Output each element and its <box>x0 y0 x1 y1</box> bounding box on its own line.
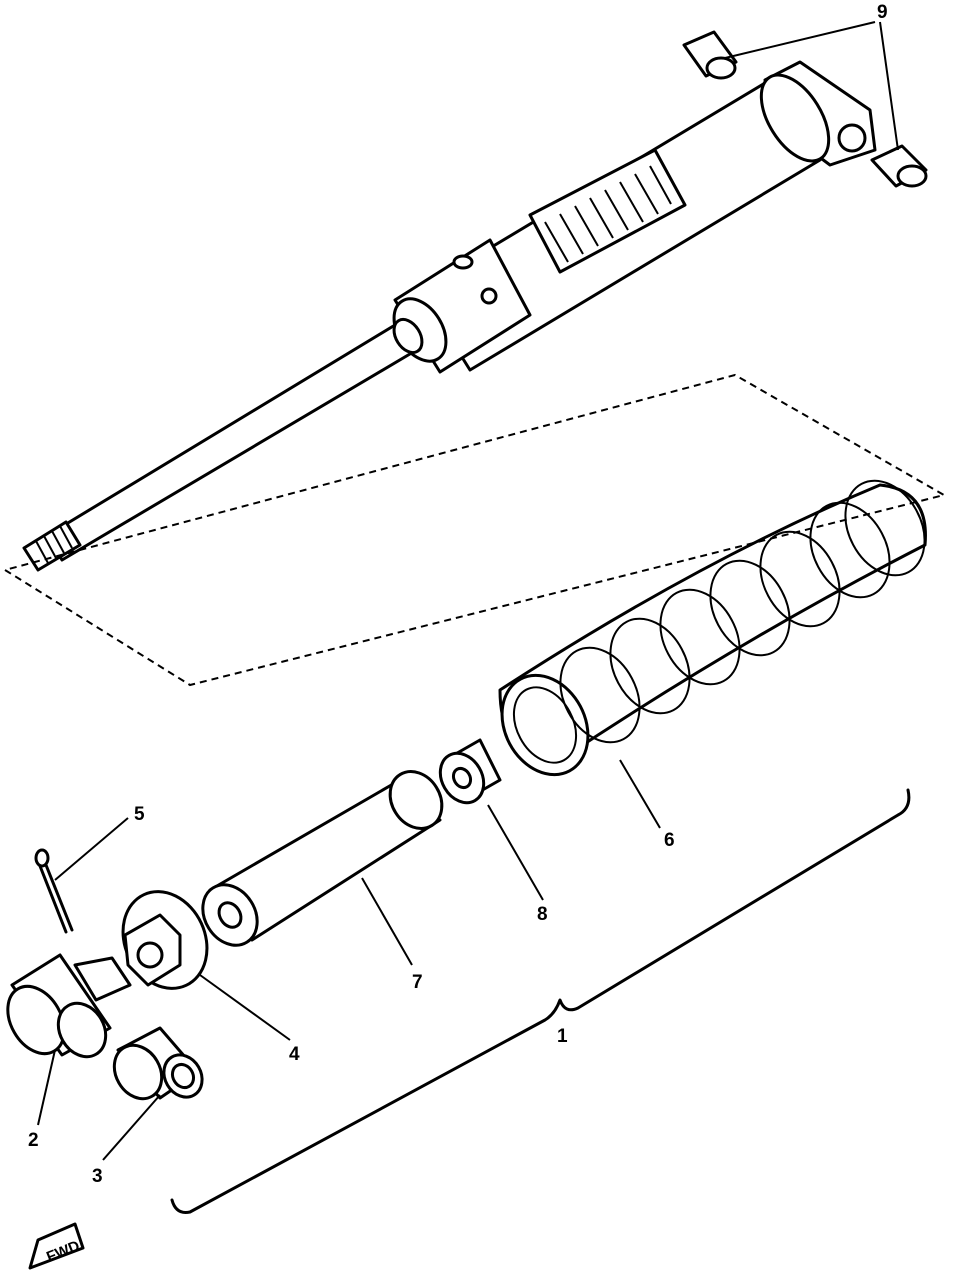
callout-9: 9 <box>877 2 888 23</box>
callout-5: 5 <box>134 804 145 825</box>
bump-stop-7 <box>201 770 444 947</box>
rod-threads <box>35 525 73 564</box>
cotter-pin-5 <box>34 848 74 934</box>
leader-9b <box>879 21 899 151</box>
lower-seat-4 <box>121 890 209 990</box>
leader-5 <box>54 817 129 881</box>
collar-slot <box>452 254 474 270</box>
spring-end-coil <box>500 673 590 777</box>
leader-2 <box>37 1049 56 1126</box>
callout-2: 2 <box>28 1130 39 1151</box>
callout-1: 1 <box>557 1026 568 1047</box>
callout-7: 7 <box>412 972 423 993</box>
leader-8 <box>487 804 544 901</box>
collar-9a <box>682 30 738 80</box>
spring-seat-8 <box>438 738 502 805</box>
callout-6: 6 <box>664 830 675 851</box>
leader-3 <box>102 1094 161 1161</box>
spring-coils <box>559 479 926 744</box>
lower-eye-2 <box>6 953 132 1059</box>
cylinder-label-panel <box>528 148 687 274</box>
callout-3: 3 <box>92 1166 103 1187</box>
piston-rod <box>46 320 422 562</box>
leader-7 <box>361 877 413 966</box>
callout-8: 8 <box>537 904 548 925</box>
rod-seal <box>392 317 424 355</box>
leader-lines <box>37 21 899 1161</box>
installation-guide-line <box>4 373 947 687</box>
label-texture <box>544 165 672 263</box>
leader-6 <box>619 759 661 829</box>
bushing-3 <box>112 1026 204 1101</box>
collar-9b <box>870 144 928 188</box>
collar-hole <box>480 287 498 305</box>
top-mount-hole <box>837 123 867 153</box>
leader-4 <box>199 974 291 1041</box>
forward-direction-arrow: FWD <box>28 1222 85 1270</box>
callout-4: 4 <box>289 1044 300 1065</box>
spring-6 <box>498 479 927 777</box>
damper-body <box>22 60 877 572</box>
assembly-bracket <box>170 788 911 1214</box>
cylinder-end-cap <box>759 73 831 163</box>
leader-9a <box>724 21 876 59</box>
